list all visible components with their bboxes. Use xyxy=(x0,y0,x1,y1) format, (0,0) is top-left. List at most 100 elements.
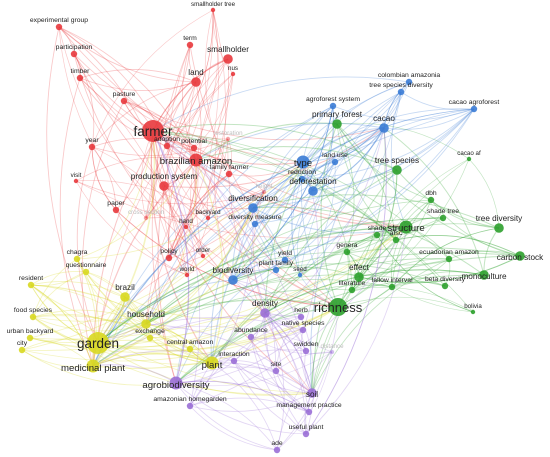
link-chagra-type xyxy=(76,161,304,260)
node-restoration[interactable] xyxy=(225,136,231,142)
node-interaction[interactable] xyxy=(230,357,238,365)
node-fallow-interval[interactable] xyxy=(388,283,396,291)
node-cacao-agroforest[interactable] xyxy=(470,105,478,113)
node-land[interactable] xyxy=(191,77,201,87)
node-central-amazon[interactable] xyxy=(186,345,194,353)
node-order[interactable] xyxy=(200,253,206,259)
node-abundance[interactable] xyxy=(247,333,255,341)
node-household[interactable] xyxy=(141,319,151,329)
node-tree-species[interactable] xyxy=(392,165,402,175)
node-richness[interactable] xyxy=(329,298,347,316)
link-diversification-plant xyxy=(210,207,254,364)
node-afsc[interactable] xyxy=(392,236,400,244)
node-ade[interactable] xyxy=(273,446,281,454)
node-visit[interactable] xyxy=(73,178,79,184)
node-agroforest-system[interactable] xyxy=(329,102,337,110)
link-paper-year xyxy=(91,146,117,211)
node-questionnaire[interactable] xyxy=(82,268,90,276)
node-paper[interactable] xyxy=(112,206,120,214)
link-richness-soil xyxy=(311,306,339,394)
node-chagra[interactable] xyxy=(73,255,81,263)
node-type[interactable] xyxy=(296,155,310,169)
node-timber[interactable] xyxy=(76,74,84,82)
node-management-practice[interactable] xyxy=(305,408,313,416)
node-native-species[interactable] xyxy=(299,326,307,334)
node-reduction[interactable] xyxy=(298,175,306,183)
node-cacao-af[interactable] xyxy=(466,156,472,162)
label-carbon-stock: carbon stock xyxy=(497,253,544,262)
node-structure[interactable] xyxy=(399,220,413,234)
node-useful-plant[interactable] xyxy=(302,430,310,438)
link-cacao-type xyxy=(302,127,385,163)
node-soil[interactable] xyxy=(307,388,317,398)
link-participation-potential xyxy=(73,53,195,149)
node-brazil[interactable] xyxy=(120,292,130,302)
node-tree-diversity[interactable] xyxy=(494,223,504,233)
node-pasture[interactable] xyxy=(120,97,128,105)
node-plant-family[interactable] xyxy=(272,266,280,274)
node-density[interactable] xyxy=(260,308,270,318)
node-herb[interactable] xyxy=(297,313,305,321)
node-ecuadorian-amazon[interactable] xyxy=(445,255,453,263)
node-smallholder-tree[interactable] xyxy=(210,7,216,13)
node-medicinal-plant[interactable] xyxy=(86,359,100,373)
node-term[interactable] xyxy=(186,41,194,49)
node-diversification[interactable] xyxy=(248,203,258,213)
node-monoculture[interactable] xyxy=(479,270,489,280)
node-bolivia[interactable] xyxy=(470,309,476,315)
node-policy[interactable] xyxy=(165,254,173,262)
node-potential[interactable] xyxy=(190,144,198,152)
node-adoption[interactable] xyxy=(163,142,171,150)
node-dbh[interactable] xyxy=(427,196,435,204)
link-pasture-medicinal-plant xyxy=(81,100,125,367)
node-family-farmer[interactable] xyxy=(225,170,233,178)
node-year[interactable] xyxy=(88,143,96,151)
link-cacao-agroforest-medicinal-plant xyxy=(92,108,475,367)
node-diversity-measure[interactable] xyxy=(251,220,259,228)
node-urban-backyard[interactable] xyxy=(26,334,34,342)
node-effect[interactable] xyxy=(354,272,364,282)
node-deforestation[interactable] xyxy=(308,186,318,196)
node-genera[interactable] xyxy=(343,248,351,256)
node-colombian-amazonia[interactable] xyxy=(405,78,413,86)
node-yield[interactable] xyxy=(281,256,289,264)
node-biodiversity[interactable] xyxy=(228,275,238,285)
node-backyard[interactable] xyxy=(205,215,211,221)
node-seed[interactable] xyxy=(297,272,303,278)
link-native-species-soil xyxy=(300,329,313,394)
node-land-use[interactable] xyxy=(331,158,339,166)
node-amazonian-homegarden[interactable] xyxy=(186,402,194,410)
node-distance[interactable] xyxy=(329,349,335,355)
node-city[interactable] xyxy=(18,346,26,354)
node-hand[interactable] xyxy=(183,224,189,230)
node-primary-forest[interactable] xyxy=(332,119,342,129)
node-farmer[interactable] xyxy=(142,120,164,142)
node-height[interactable] xyxy=(261,189,267,195)
node-food-species[interactable] xyxy=(29,313,37,321)
node-shade-tree[interactable] xyxy=(439,214,447,222)
node-world[interactable] xyxy=(184,272,190,278)
node-literature[interactable] xyxy=(348,286,356,294)
node-brazilian-amazon[interactable] xyxy=(189,153,203,167)
node-plant[interactable] xyxy=(205,356,219,370)
node-production-system[interactable] xyxy=(159,181,169,191)
link-term-world xyxy=(167,44,191,276)
node-beta-diversity[interactable] xyxy=(441,282,449,290)
node-nus[interactable] xyxy=(230,71,236,77)
node-shade[interactable] xyxy=(373,231,381,239)
node-smallholder[interactable] xyxy=(223,54,233,64)
node-carbon-stock[interactable] xyxy=(515,251,525,261)
node-cacao[interactable] xyxy=(379,123,389,133)
link-soil-density xyxy=(264,312,313,394)
label-land-use: land use xyxy=(322,152,348,159)
node-tree-species-diversity[interactable] xyxy=(397,88,405,96)
node-garden[interactable] xyxy=(87,332,109,354)
node-resident[interactable] xyxy=(27,281,35,289)
node-agrobiodiversity[interactable] xyxy=(169,376,183,390)
node-site[interactable] xyxy=(272,367,280,375)
node-participation[interactable] xyxy=(70,50,78,58)
node-cross-section[interactable] xyxy=(143,215,149,221)
node-exchange[interactable] xyxy=(146,334,154,342)
node-experimental-group[interactable] xyxy=(55,23,63,31)
node-swidden[interactable] xyxy=(302,347,310,355)
